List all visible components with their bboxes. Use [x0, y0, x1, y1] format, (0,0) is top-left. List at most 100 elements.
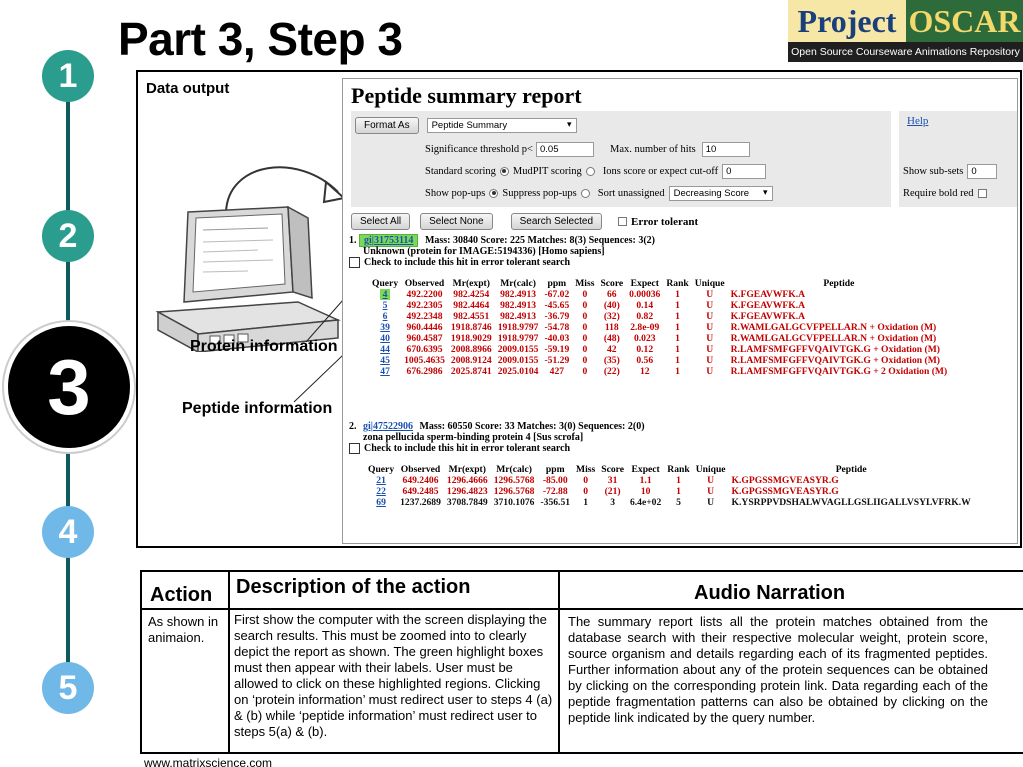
query-link[interactable]: 4	[369, 289, 401, 301]
column-header: Observed	[404, 278, 445, 290]
column-header: Peptide	[835, 464, 867, 476]
query-number[interactable]: 22	[376, 486, 386, 498]
query-number[interactable]: 69	[376, 497, 386, 509]
query-link[interactable]: 22	[365, 486, 397, 497]
hit-accession-link[interactable]: gi|31753114	[359, 234, 419, 247]
action-header: Action	[150, 584, 213, 606]
query-link[interactable]: 21	[365, 475, 397, 486]
query-link[interactable]: 40	[369, 333, 401, 344]
select-none-button[interactable]: Select None	[420, 213, 493, 230]
query-link[interactable]: 39	[369, 322, 401, 333]
ions-cutoff-input[interactable]: 0	[722, 163, 767, 179]
logo-word-project: Project	[788, 0, 906, 42]
help-link[interactable]: Help	[907, 115, 929, 127]
cell-rank: 1	[675, 366, 680, 378]
significance-input[interactable]: 0.05	[535, 141, 594, 157]
hit-include-checkbox[interactable]	[349, 257, 360, 269]
step-3-marker-current[interactable]: 3	[8, 326, 130, 448]
error-tolerant-label: Error tolerant	[631, 215, 699, 228]
standard-scoring-label: Standard scoring	[425, 165, 496, 177]
audio-narration-text: The summary report lists all the protein…	[568, 614, 988, 725]
query-link[interactable]: 6	[369, 311, 401, 322]
search-selected-button[interactable]: Search Selected	[510, 213, 603, 230]
cell-rank: 1	[675, 333, 680, 345]
cell-mcalc: 982.4913	[500, 300, 537, 312]
protein-information-callout[interactable]: Protein information	[190, 338, 338, 355]
standard-scoring-radio[interactable]	[499, 166, 509, 176]
query-link[interactable]: 45	[369, 355, 401, 366]
significance-label: Significance threshold p<	[425, 143, 533, 155]
query-link[interactable]: 44	[369, 344, 401, 355]
query-link[interactable]: 69	[365, 497, 397, 508]
show-popups-label: Show pop-ups	[425, 187, 486, 199]
peptide-information-callout[interactable]: Peptide information	[182, 400, 333, 417]
query-number[interactable]: 5	[382, 300, 388, 312]
cell-uniq: U	[706, 344, 714, 356]
column-header: Score	[600, 278, 624, 290]
sort-unassigned-select[interactable]: Decreasing Score	[668, 185, 773, 201]
hit-accession-link[interactable]: gi|47522906	[363, 421, 413, 432]
cell-mcalc: 982.4913	[500, 289, 537, 301]
cell-mcalc: 982.4913	[500, 311, 537, 323]
header-divider	[142, 608, 1023, 610]
cell-ppm: -59.19	[544, 344, 570, 356]
require-bold-red-label: Require bold red	[903, 187, 974, 199]
step-5-marker[interactable]: 5	[42, 662, 94, 714]
cell-miss: 1	[583, 497, 589, 509]
select-all-button[interactable]: Select All	[351, 213, 411, 230]
error-tolerant-checkbox[interactable]	[618, 217, 628, 227]
format-select[interactable]: Peptide Summary	[426, 117, 577, 133]
query-number[interactable]: 4	[379, 289, 391, 301]
panel-label: Data output	[146, 80, 230, 97]
hit-description: zona pellucida sperm-binding protein 4 […	[363, 432, 584, 443]
query-number[interactable]: 39	[380, 322, 390, 334]
hit-include-checkbox[interactable]	[349, 443, 360, 455]
query-number[interactable]: 44	[380, 344, 390, 356]
cell-mexp: 1296.4666	[446, 475, 488, 487]
step-4-marker[interactable]: 4	[42, 506, 94, 558]
cell-expect: 0.56	[636, 355, 654, 367]
mudpit-scoring-label: MudPIT scoring	[512, 165, 582, 177]
show-subsets-input[interactable]: 0	[967, 163, 998, 179]
cell-expect: 0.00036	[629, 289, 661, 301]
mudpit-scoring-radio[interactable]	[585, 166, 595, 176]
query-number[interactable]: 47	[380, 366, 390, 378]
cell-pep: R.WAMLGALGCVFPELLAR.N + Oxidation (M)	[730, 322, 937, 334]
cell-rank: 1	[675, 322, 680, 334]
cell-rank: 1	[676, 486, 681, 498]
cell-ppm: -45.65	[544, 300, 570, 312]
format-as-button[interactable]: Format As	[355, 116, 419, 134]
query-number[interactable]: 45	[380, 355, 390, 367]
report-title: Peptide summary report	[351, 83, 582, 108]
cell-expect: 2.8e-09	[630, 322, 660, 334]
max-hits-input[interactable]: 10	[701, 141, 750, 157]
require-bold-red-checkbox[interactable]	[977, 188, 987, 198]
cell-mcalc: 2009.0155	[497, 344, 539, 356]
query-link[interactable]: 47	[369, 366, 401, 377]
cell-rank: 1	[675, 289, 680, 301]
cell-obs: 676.2986	[406, 366, 443, 378]
step-2-marker[interactable]: 2	[42, 210, 94, 262]
cell-mexp: 2025.8741	[450, 366, 492, 378]
cell-expect: 6.4e+02	[629, 497, 662, 509]
cell-ppm: -51.29	[544, 355, 570, 367]
cell-uniq: U	[706, 355, 714, 367]
cell-miss: 0	[582, 322, 588, 334]
step-1-marker[interactable]: 1	[42, 50, 94, 102]
column-header: Unique	[694, 278, 725, 290]
hit-number: 1.	[349, 235, 357, 246]
query-number[interactable]: 6	[382, 311, 388, 323]
query-number[interactable]: 40	[380, 333, 390, 345]
query-number[interactable]: 21	[376, 475, 386, 487]
suppress-popups-radio[interactable]	[580, 188, 590, 198]
show-popups-radio[interactable]	[489, 188, 499, 198]
query-link[interactable]: 5	[369, 300, 401, 311]
cell-ppm: 427	[549, 366, 565, 378]
cell-uniq: U	[706, 289, 714, 301]
